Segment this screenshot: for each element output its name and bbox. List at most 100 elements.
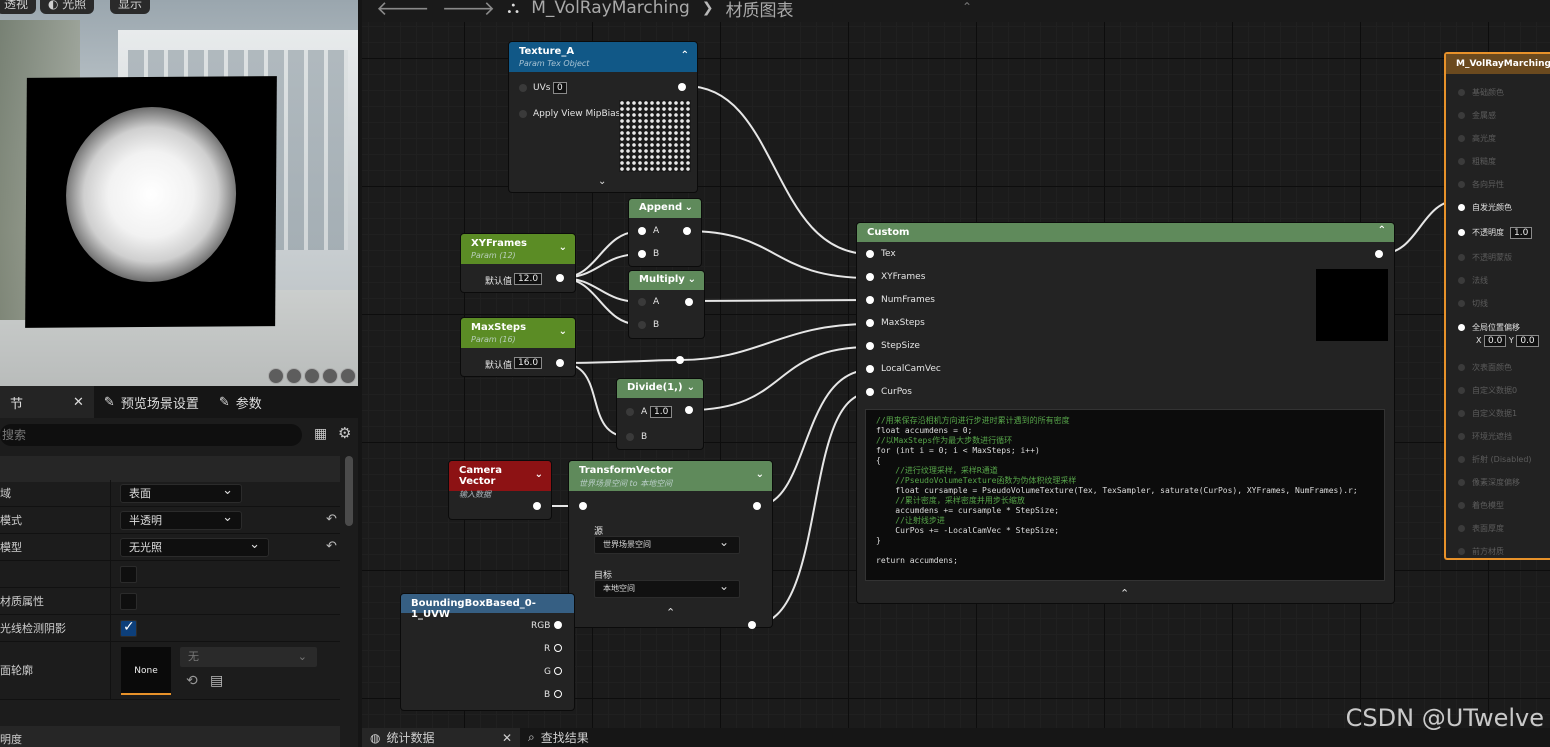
custom-tex-pin[interactable] — [866, 250, 874, 258]
append-a-pin[interactable] — [638, 227, 646, 235]
node-header[interactable]: Append⌄ — [629, 199, 701, 218]
collapse-icon[interactable]: ⌃ — [1377, 225, 1386, 236]
output-pin[interactable] — [1458, 89, 1465, 96]
two-sided-checkbox[interactable] — [120, 566, 137, 583]
maxsteps-output-pin[interactable] — [556, 359, 564, 367]
forward-arrow-icon[interactable]: 🡒 — [441, 0, 496, 20]
bbox-g-pin[interactable] — [554, 667, 562, 675]
sphere-icon[interactable] — [286, 368, 302, 384]
output-pin-row[interactable]: 各向异性 — [1458, 179, 1504, 190]
output-pin[interactable] — [1458, 204, 1465, 211]
xyframes-output-pin[interactable] — [556, 274, 564, 282]
output-pin-row[interactable]: 折射 (Disabled) — [1458, 454, 1532, 465]
x-value[interactable]: 0.0 — [1484, 335, 1507, 347]
blend-mode-dropdown[interactable]: 半透明 — [120, 509, 242, 530]
output-pin[interactable] — [1458, 479, 1465, 486]
output-pin[interactable] — [1458, 158, 1465, 165]
output-pin[interactable] — [1458, 324, 1465, 331]
browse-arrow-icon[interactable]: ⟲ — [186, 673, 198, 689]
settings-gear-icon[interactable]: ⚙ — [338, 424, 352, 442]
property-opacity-section[interactable]: 明度 — [0, 726, 340, 747]
opacity-value[interactable]: 1.0 — [1510, 227, 1533, 239]
chevron-down-icon[interactable]: ⌄ — [686, 382, 695, 393]
custom-localcamvec-pin[interactable] — [866, 365, 874, 373]
node-bounding-box-uvw[interactable]: BoundingBoxBased_0-1_UVW RGB R G B — [401, 594, 574, 710]
output-pin[interactable] — [1458, 229, 1465, 236]
chevron-down-icon[interactable]: ⌄ — [687, 274, 696, 285]
output-pin-row[interactable]: 表面厚度 — [1458, 523, 1504, 534]
output-pin[interactable] — [1458, 525, 1465, 532]
output-pin-row[interactable]: 自发光颜色 — [1458, 202, 1512, 213]
reroute-node[interactable] — [676, 356, 684, 364]
output-pin[interactable] — [1458, 112, 1465, 119]
tab-parameters[interactable]: ✎参数 — [218, 394, 262, 412]
property-section-header[interactable] — [0, 456, 340, 482]
append-b-pin[interactable] — [638, 250, 646, 258]
output-pin[interactable] — [1458, 181, 1465, 188]
plane-icon[interactable] — [304, 368, 320, 384]
output-pin-row[interactable]: 前方材质 — [1458, 546, 1504, 557]
output-pin-row[interactable]: 着色模型 — [1458, 500, 1504, 511]
chevron-down-icon[interactable]: ⌄ — [558, 326, 567, 337]
output-pin[interactable] — [1458, 254, 1465, 261]
output-pin[interactable] — [1458, 364, 1465, 371]
node-header[interactable]: Divide(1,)⌄ — [617, 379, 703, 398]
divide-output-pin[interactable] — [685, 406, 693, 414]
output-pin-row[interactable]: 基础颜色 — [1458, 87, 1504, 98]
output-pin[interactable] — [1458, 410, 1465, 417]
multiply-a-pin[interactable] — [638, 298, 646, 306]
grid-view-icon[interactable]: ▦ — [314, 426, 328, 442]
multiply-b-pin[interactable] — [638, 321, 646, 329]
raytraced-shadows-checkbox[interactable] — [120, 619, 137, 637]
bbox-rgb-pin[interactable] — [554, 621, 562, 629]
custom-maxsteps-pin[interactable] — [866, 319, 874, 327]
bbox-b-pin[interactable] — [554, 690, 562, 698]
custom-output-pin[interactable] — [1375, 250, 1383, 258]
output-pin-row[interactable]: 环境光遮挡 — [1458, 431, 1512, 442]
node-multiply[interactable]: Multiply⌄ A B — [629, 271, 704, 338]
output-pin-row[interactable]: 高光度 — [1458, 133, 1496, 144]
graph-name[interactable]: 材质图表 — [725, 0, 794, 21]
custom-curpos-pin[interactable] — [866, 388, 874, 396]
uvs-pin[interactable] — [519, 84, 527, 92]
divide-a-pin[interactable] — [626, 408, 634, 416]
output-pin-row[interactable]: 不透明蒙版 — [1458, 252, 1512, 263]
output-pin[interactable] — [1458, 277, 1465, 284]
reset-icon[interactable]: ↶ — [326, 539, 337, 554]
expand-chevron-icon[interactable]: ⌄ — [598, 176, 607, 187]
teapot-icon[interactable] — [340, 368, 356, 384]
chevron-up-icon[interactable]: ⌃ — [962, 0, 973, 14]
output-pin[interactable] — [1458, 502, 1465, 509]
maxsteps-value[interactable]: 16.0 — [514, 357, 543, 369]
output-pin[interactable] — [1458, 548, 1465, 555]
transform-input-pin[interactable] — [579, 502, 587, 510]
chevron-down-icon[interactable]: ⌄ — [558, 242, 567, 253]
node-header[interactable]: BoundingBoxBased_0-1_UVW — [401, 594, 574, 620]
camera-vector-output-pin[interactable] — [533, 502, 541, 510]
destination-space-dropdown[interactable]: 本地空间 — [594, 578, 740, 598]
xyframes-value[interactable]: 12.0 — [514, 273, 543, 285]
chevron-down-icon[interactable]: ⌄ — [755, 469, 764, 480]
output-pin[interactable] — [1458, 135, 1465, 142]
tab-find-results[interactable]: ⌕查找结果 — [528, 730, 589, 745]
output-pin-row[interactable]: 自定义数据0 — [1458, 385, 1517, 396]
node-header[interactable]: M_VolRayMarching — [1446, 54, 1550, 74]
node-divide[interactable]: Divide(1,)⌄ A 1.0 B — [617, 379, 703, 449]
node-custom[interactable]: Custom⌃ Tex XYFrames NumFrames MaxSteps … — [857, 223, 1394, 603]
divide-b-pin[interactable] — [626, 433, 634, 441]
shading-model-dropdown[interactable]: 无光照 — [120, 536, 269, 557]
domain-dropdown[interactable]: 表面 — [120, 482, 242, 503]
custom-xyframes-pin[interactable] — [866, 273, 874, 281]
details-scrollbar[interactable] — [345, 456, 353, 526]
tab-preview-scene-settings[interactable]: ✎预览场景设置 — [103, 394, 199, 412]
node-append[interactable]: Append⌄ A B — [629, 199, 701, 266]
perspective-button[interactable]: 透视 — [0, 0, 37, 14]
browse-folder-icon[interactable]: ▤ — [210, 673, 224, 689]
